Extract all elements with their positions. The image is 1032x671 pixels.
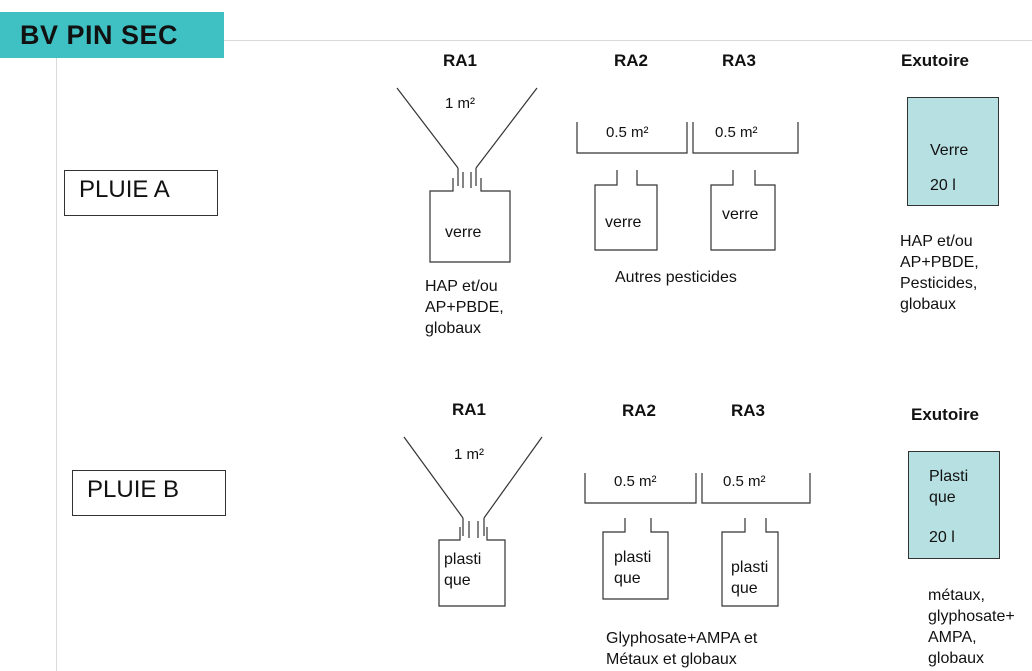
- container-line: que: [731, 580, 758, 597]
- bottle-a-ra2: [594, 170, 658, 251]
- area-b-ra3: 0.5 m²: [723, 473, 766, 490]
- note-line: HAP et/ou: [900, 233, 973, 250]
- notes-a-ra1: HAP et/ou AP+PBDE, globaux: [425, 276, 504, 339]
- tray-a-ra2: [576, 122, 688, 154]
- note-line: AP+PBDE,: [900, 254, 979, 271]
- note-line: AP+PBDE,: [425, 299, 504, 316]
- notes-a-exutoire: HAP et/ou AP+PBDE, Pesticides, globaux: [900, 231, 979, 315]
- container-a-ra1: verre: [445, 224, 482, 241]
- area-a-ra3: 0.5 m²: [715, 124, 758, 141]
- tray-b-ra3: [701, 473, 811, 504]
- container-line: que: [929, 489, 956, 506]
- container-a-ra3: verre: [722, 206, 759, 223]
- container-line: que: [614, 570, 641, 587]
- container-b-ra1: plasti que: [444, 549, 481, 591]
- page-title: BV PIN SEC: [20, 20, 179, 50]
- exutoire-b-container: Plasti que 20 l: [908, 451, 1000, 559]
- notes-b-ra23: Glyphosate+AMPA et Métaux et globaux: [606, 628, 757, 670]
- bottle-a-ra3: [710, 170, 776, 251]
- container-b-ra3: plasti que: [731, 557, 768, 599]
- tray-a-ra3: [692, 122, 799, 154]
- header-a-ra1: RA1: [443, 51, 478, 70]
- left-divider: [56, 58, 57, 671]
- note-line: métaux,: [928, 587, 985, 604]
- area-a-ra2: 0.5 m²: [606, 124, 649, 141]
- header-a-exutoire: Exutoire: [901, 51, 970, 70]
- exutoire-a-volume: 20 l: [930, 177, 956, 194]
- note-line: glyphosate+: [928, 608, 1015, 625]
- area-a-ra1: 1 m²: [445, 95, 475, 112]
- rain-event-a-label: PLUIE A: [64, 170, 218, 216]
- note-line: globaux: [900, 296, 957, 313]
- funnel-a-ra1: [396, 87, 538, 188]
- note-line: globaux: [928, 650, 985, 667]
- header-b-ra1: RA1: [452, 400, 487, 419]
- container-a-ra2: verre: [605, 214, 642, 231]
- notes-b-exutoire: métaux, glyphosate+ AMPA, globaux: [928, 585, 1015, 669]
- note-line: globaux: [425, 320, 482, 337]
- container-b-ra2: plasti que: [614, 547, 651, 589]
- tray-b-ra2: [584, 473, 697, 504]
- container-line: plasti: [731, 559, 769, 576]
- funnel-b-ra1: [403, 436, 543, 538]
- note-line: AMPA,: [928, 629, 977, 646]
- title-banner: [0, 12, 224, 58]
- header-a-ra3: RA3: [722, 51, 757, 70]
- bottle-a-ra1: [429, 178, 511, 263]
- area-b-ra1: 1 m²: [454, 446, 484, 463]
- top-divider: [224, 40, 1032, 41]
- header-b-exutoire: Exutoire: [911, 405, 980, 424]
- note-line: HAP et/ou: [425, 278, 498, 295]
- note-line: Pesticides,: [900, 275, 978, 292]
- header-b-ra3: RA3: [731, 401, 766, 420]
- bottle-b-ra3: [721, 518, 779, 607]
- notes-a-ra23: Autres pesticides: [615, 269, 737, 286]
- container-line: que: [444, 572, 471, 589]
- note-line: Métaux et globaux: [606, 651, 737, 668]
- header-a-ra2: RA2: [614, 51, 649, 70]
- area-b-ra2: 0.5 m²: [614, 473, 657, 490]
- bottle-b-ra1: [438, 527, 506, 607]
- note-line: Glyphosate+AMPA et: [606, 630, 758, 647]
- container-line: plasti: [444, 551, 482, 568]
- bottle-b-ra2: [602, 518, 669, 600]
- container-line: plasti: [614, 549, 652, 566]
- container-line: Plasti: [929, 468, 969, 485]
- exutoire-b-volume: 20 l: [929, 529, 955, 546]
- exutoire-b-material: Plasti que: [929, 466, 968, 508]
- rain-event-b-label: PLUIE B: [72, 470, 226, 516]
- header-b-ra2: RA2: [622, 401, 657, 420]
- exutoire-a-container: Verre 20 l: [907, 97, 999, 206]
- exutoire-a-material: Verre: [930, 142, 969, 159]
